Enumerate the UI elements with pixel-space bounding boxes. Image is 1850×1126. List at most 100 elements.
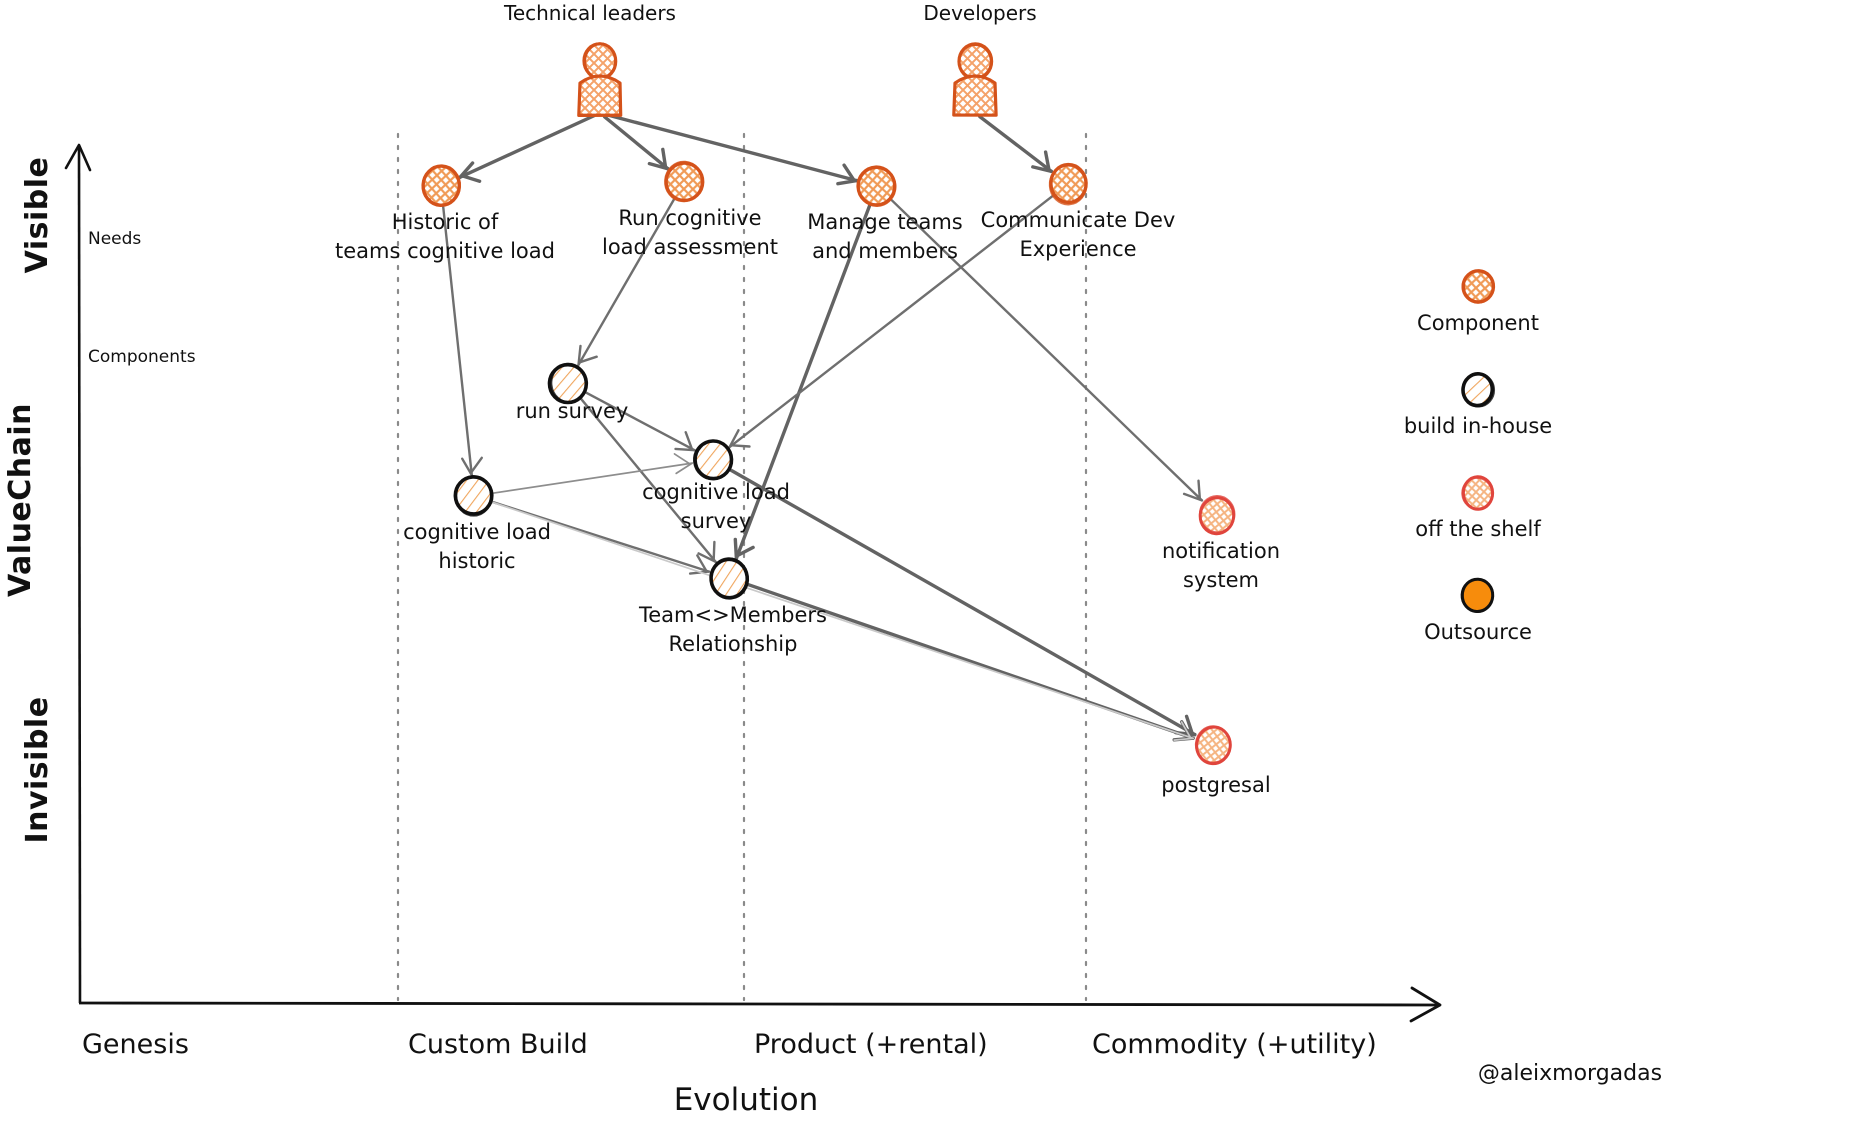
node-postgresal[interactable]: postgresal: [1161, 725, 1271, 797]
node-run-survey[interactable]: run survey: [516, 362, 629, 423]
arrowhead-wing: [1043, 150, 1051, 172]
link-line: [604, 112, 859, 183]
actor-developers[interactable]: Developers: [923, 1, 1037, 117]
link-cognitive-load-historic-to-postgresal: [491, 501, 1194, 741]
link-line: [728, 194, 1055, 449]
arrowhead-wing: [577, 344, 582, 366]
link-run-survey-to-cognitive-load-survey: [583, 390, 696, 452]
arrowhead-wing: [578, 355, 598, 364]
arrowhead-wing: [470, 456, 483, 474]
arrowhead-wing: [696, 554, 708, 572]
y-axis-bottom-label: Invisible: [20, 696, 55, 843]
arrowhead-wing: [730, 444, 751, 448]
link-line: [458, 113, 597, 179]
actors-layer: Technical leaders Developers: [503, 1, 1037, 117]
actor-body-icon: [952, 74, 998, 117]
actor-label: Developers: [923, 1, 1036, 25]
link-manage-teams-and-members-to-team-members-relationship: [733, 202, 872, 561]
component-marker-icon: [664, 160, 704, 203]
link-line: [978, 114, 1053, 173]
legend-label: off the shelf: [1415, 517, 1541, 541]
link-historic-of-teams-cognitive-load-to-cognitive-load-historic: [441, 203, 483, 477]
legend-layer: Component build in-house off the shelfOuts…: [1404, 269, 1552, 644]
x-axis-line: [78, 1001, 1438, 1007]
actor-technical-leaders[interactable]: Technical leaders: [503, 1, 676, 117]
x-stage-product: Product (+rental): [754, 1029, 988, 1060]
x-stage-commodity: Commodity (+utility): [1092, 1029, 1377, 1060]
y-axis-top-label: Visible: [20, 157, 55, 274]
link-run-cognitive-load-assessment-to-run-survey: [577, 197, 676, 366]
link-line: [734, 202, 872, 561]
link-line: [441, 203, 473, 477]
arrowhead-wing: [1173, 737, 1194, 741]
attribution-label: @aleixmorgadas: [1478, 1061, 1662, 1086]
arrowhead-wing: [461, 457, 473, 477]
x-axis-arrowhead: [1409, 986, 1442, 1023]
link-technical-leaders-to-historic-of-teams-cognitive-load: [458, 113, 597, 183]
arrowhead-wing: [1182, 492, 1204, 502]
legend-item-component[interactable]: Component: [1417, 269, 1539, 335]
arrowhead-wing: [728, 429, 740, 449]
arrowhead-wing: [675, 462, 694, 475]
node-label: postgresal: [1161, 773, 1270, 797]
component-legend-icon: [1461, 269, 1495, 304]
legend-item-outsource[interactable]: Outsource: [1424, 577, 1532, 644]
off-the-shelf-legend-icon: [1461, 476, 1494, 510]
y-axis-line: [77, 147, 82, 1004]
build-in-house-marker-icon: [692, 439, 733, 481]
component-marker-icon: [857, 166, 897, 207]
legend-item-build-in-house[interactable]: build in-house: [1404, 371, 1552, 438]
x-axis-title: Evolution: [674, 1082, 819, 1118]
actor-body-icon: [577, 74, 622, 116]
link-developers-to-communicate-dev-experience: [978, 114, 1053, 173]
link-line: [578, 396, 717, 563]
link-line: [727, 467, 1197, 737]
legend-label: build in-house: [1404, 414, 1552, 438]
y-tick-components: Components: [88, 347, 196, 367]
build-in-house-marker-icon: [709, 557, 749, 599]
x-stage-custom-build: Custom Build: [408, 1029, 588, 1060]
component-marker-icon: [1048, 164, 1088, 206]
arrowhead-wing: [735, 545, 755, 558]
link-run-survey-to-team-members-relationship: [578, 396, 717, 563]
link-cognitive-load-historic-to-cognitive-load-survey: [491, 453, 694, 495]
arrowhead-wing: [697, 552, 717, 563]
link-line: [602, 115, 670, 171]
arrowhead-wing: [712, 540, 716, 561]
legend-label: Outsource: [1424, 620, 1532, 644]
y-tick-needs: Needs: [88, 229, 141, 249]
off-the-shelf-marker-icon: [1194, 725, 1232, 764]
arrowhead-wing: [674, 447, 696, 452]
legend-item-off-the-shelf[interactable]: off the shelf: [1415, 475, 1541, 541]
axis-group: [64, 143, 1442, 1023]
off-the-shelf-marker-icon: [1198, 494, 1236, 534]
arrowhead-wing: [1197, 479, 1201, 500]
link-technical-leaders-to-run-cognitive-load-assessment: [602, 115, 670, 171]
link-line: [491, 501, 1194, 740]
build-in-house-legend-icon: [1461, 372, 1496, 408]
arrowhead-wing: [661, 147, 668, 169]
links-layer: [441, 112, 1204, 742]
arrowhead-wing: [842, 163, 856, 182]
actor-body-icon: [577, 74, 623, 117]
link-manage-teams-and-members-to-notification-system: [889, 198, 1204, 502]
